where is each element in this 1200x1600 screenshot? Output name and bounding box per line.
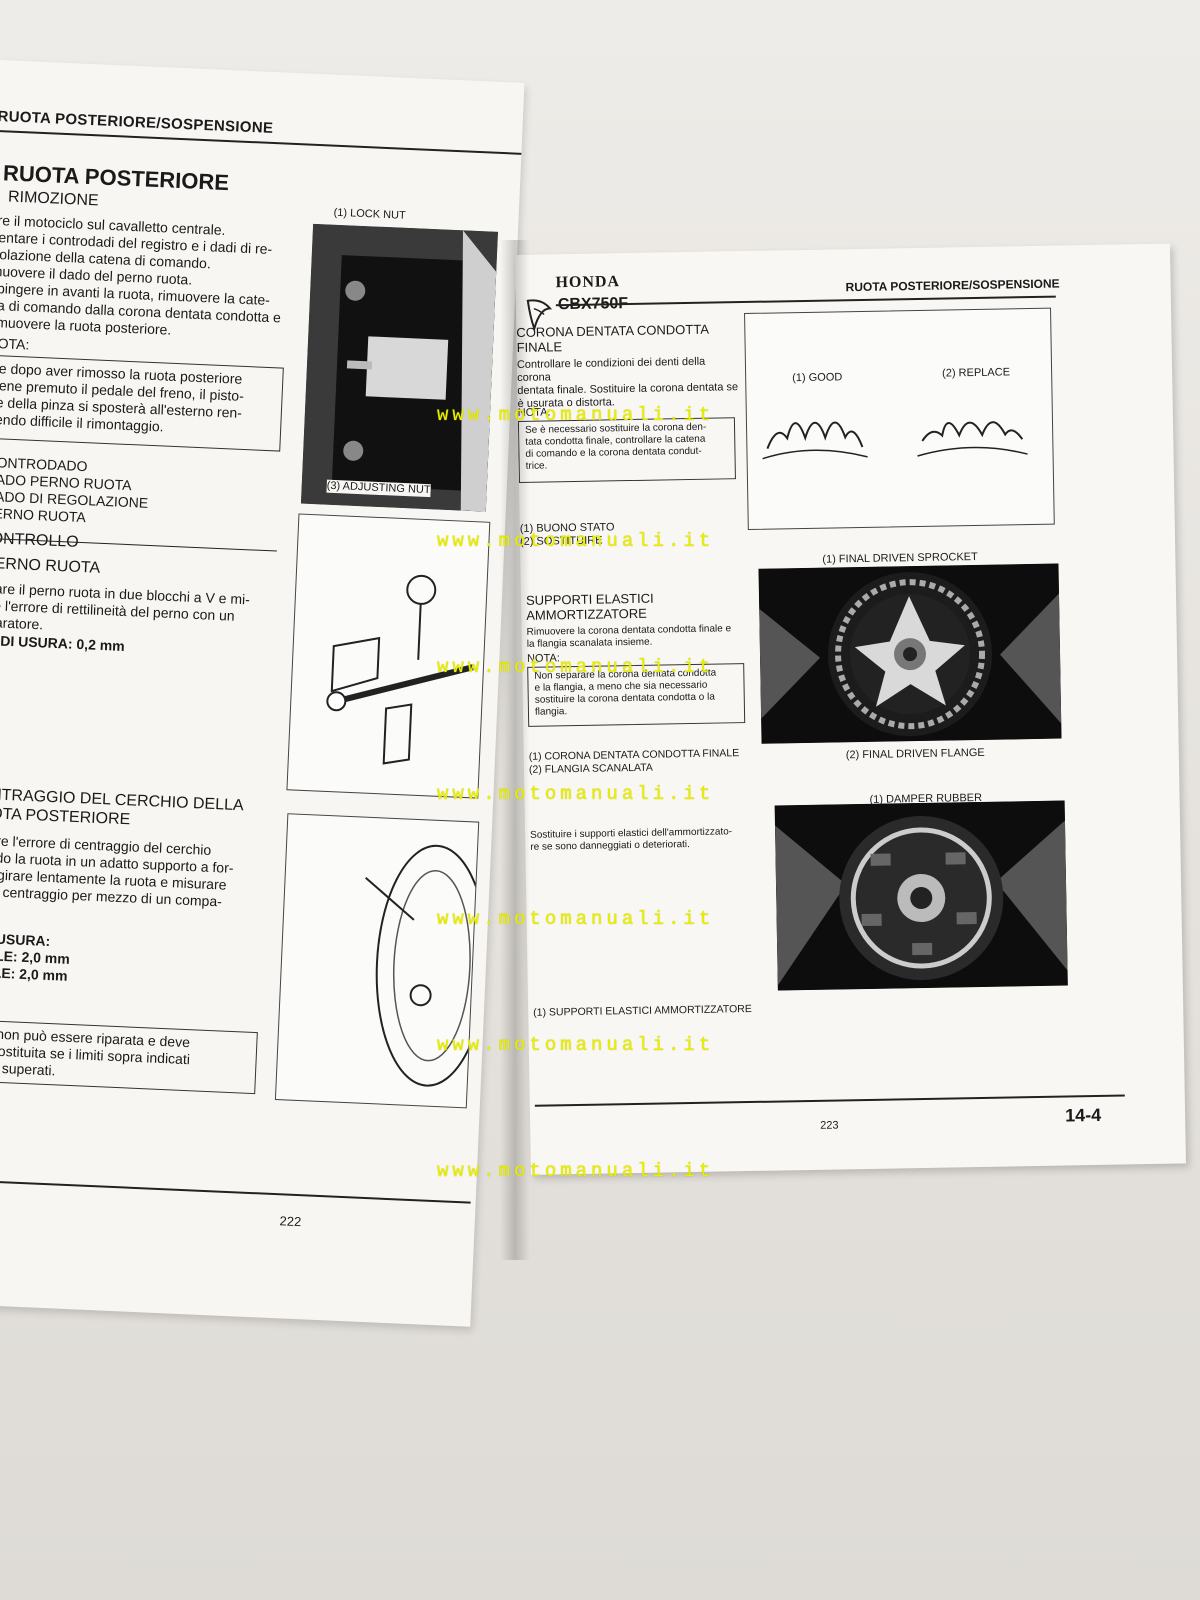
sprocket-title: CORONA DENTATA CONDOTTA FINALE <box>516 321 710 355</box>
note-label: NOTA: <box>0 334 30 353</box>
damper-photo-label: (1) DAMPER RUBBER <box>869 791 983 806</box>
left-page-number: 222 <box>279 1213 302 1230</box>
watermark-6: www.motomanuali.it <box>437 1034 715 1056</box>
footer-rule <box>0 1178 471 1204</box>
damper-text: Rimuovere la corona dentata condotta fin… <box>526 623 732 650</box>
watermark-7: www.motomanuali.it <box>437 1160 715 1182</box>
note2-text: ruota non può essere riparata e deve ser… <box>0 1025 191 1079</box>
watermark-4: www.motomanuali.it <box>437 783 715 805</box>
removal-text: rre il motociclo sul cavalletto centrale… <box>0 211 282 338</box>
check-subtitle: PERNO RUOTA <box>0 554 101 577</box>
note2-box: ruota non può essere riparata e deve ser… <box>0 1018 258 1095</box>
flange-photo-label: (2) FINAL DRIVEN FLANGE <box>845 746 985 762</box>
axle-drawing <box>286 513 491 799</box>
right-section-number: 14-4 <box>1064 1104 1102 1126</box>
runout-drawing <box>274 813 480 1109</box>
parts-legend: CONTRODADO DADO PERNO RUOTA DADO DI REGO… <box>0 453 149 526</box>
runout-limits: TI DI USURA: ADIALE: 2,0 mm SSIALE: 2,0 … <box>0 930 71 984</box>
sprocket-note-box: Se è necessario sostituire la corona den… <box>517 417 736 483</box>
sprocket-note-text: Se è necessario sostituire la corona den… <box>524 421 707 472</box>
lock-nut-photo <box>300 223 498 512</box>
sprocket-photo-label: (1) FINAL DRIVEN SPROCKET <box>822 550 978 566</box>
right-page: HONDA CBX750F RUOTA POSTERIORE/SOSPENSIO… <box>515 243 1186 1175</box>
right-header-rule <box>555 295 1056 307</box>
damper-photo <box>774 800 1068 991</box>
note-box: Se dopo aver rimosso la ruota posteriore… <box>0 354 284 452</box>
right-page-header: RUOTA POSTERIORE/SOSPENSIONE <box>845 276 1060 295</box>
left-page: RUOTA POSTERIORE/SOSPENSIONE RUOTA POSTE… <box>0 60 525 1327</box>
watermark-2: www.motomanuali.it <box>437 530 715 552</box>
watermark-1: www.motomanuali.it <box>437 404 715 426</box>
sprocket-text: Controllare le condizioni dei denti dell… <box>516 355 739 410</box>
section-subtitle: RIMOZIONE <box>7 188 99 210</box>
note-text: Se dopo aver rimosso la ruota posteriore… <box>0 359 245 435</box>
lock-nut-label: (1) LOCK NUT <box>333 206 406 223</box>
book-gutter <box>500 240 530 1260</box>
replace-label: (2) REPLACE <box>942 366 1011 380</box>
honda-wing-icon <box>524 294 555 335</box>
watermark-3: www.motomanuali.it <box>437 656 715 678</box>
teeth-drawing <box>744 307 1055 530</box>
damper-legend: (1) CORONA DENTATA CONDOTTA FINALE (2) F… <box>528 747 740 776</box>
brand-name: HONDA <box>555 273 621 292</box>
runout-title: CENTRAGGIO DEL CERCHIO DELLA RUOTA POSTE… <box>0 785 244 829</box>
damper-legend-2: (1) SUPPORTI ELASTICI AMMORTIZZATORE <box>533 1002 752 1019</box>
runout-text: trollare l'errore di centraggio del cerc… <box>0 831 234 910</box>
watermark-5: www.motomanuali.it <box>437 908 715 930</box>
sprocket-photo <box>758 563 1062 744</box>
right-footer-rule <box>534 1094 1125 1107</box>
damper-title: SUPPORTI ELASTICI AMMORTIZZATORE <box>525 590 654 623</box>
replace-damper-text: Sostituire i supporti elastici dell'ammo… <box>530 826 733 853</box>
right-page-number: 223 <box>820 1119 839 1132</box>
good-label: (1) GOOD <box>792 371 843 385</box>
